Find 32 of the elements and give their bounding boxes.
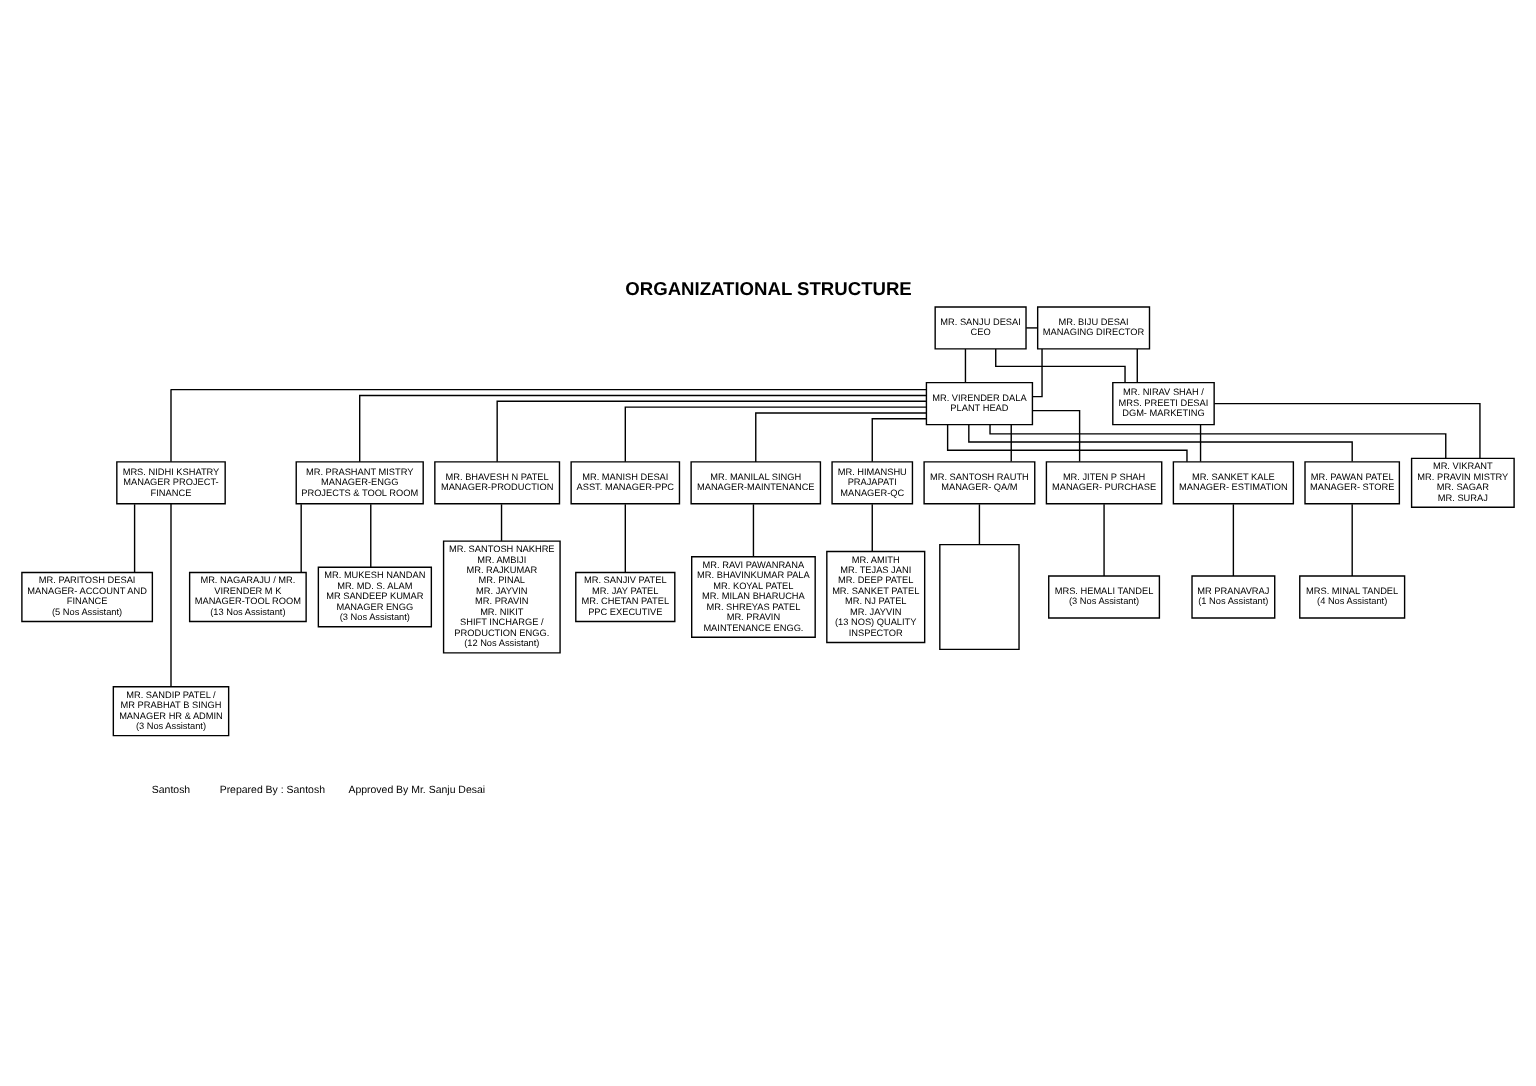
connector xyxy=(1031,408,1081,462)
connector xyxy=(1025,326,1039,328)
connector xyxy=(871,502,873,552)
connector xyxy=(871,417,927,462)
connector xyxy=(500,502,503,541)
connector xyxy=(1199,423,1202,462)
connector xyxy=(1213,401,1481,458)
connector xyxy=(170,502,172,687)
connector xyxy=(370,502,372,567)
connector xyxy=(1351,502,1353,576)
connector xyxy=(1232,502,1235,576)
connector xyxy=(978,502,981,545)
connector xyxy=(752,502,755,557)
node-box xyxy=(939,542,1020,650)
connector xyxy=(1136,347,1138,383)
connector xyxy=(755,411,928,462)
connector xyxy=(359,393,927,462)
connector xyxy=(995,347,1126,383)
diagram-title: ORGANIZATIONAL STRUCTURE xyxy=(625,278,912,299)
connector xyxy=(624,405,928,462)
connector xyxy=(133,502,136,573)
connector xyxy=(968,422,1353,462)
connector xyxy=(1103,502,1105,576)
connector xyxy=(624,502,626,573)
connector xyxy=(496,399,927,462)
connector xyxy=(300,502,302,573)
connector xyxy=(989,422,1447,459)
connector xyxy=(1010,423,1012,462)
connector xyxy=(1032,347,1043,397)
connector xyxy=(964,347,967,383)
connector xyxy=(170,387,928,462)
connector xyxy=(946,423,1188,462)
